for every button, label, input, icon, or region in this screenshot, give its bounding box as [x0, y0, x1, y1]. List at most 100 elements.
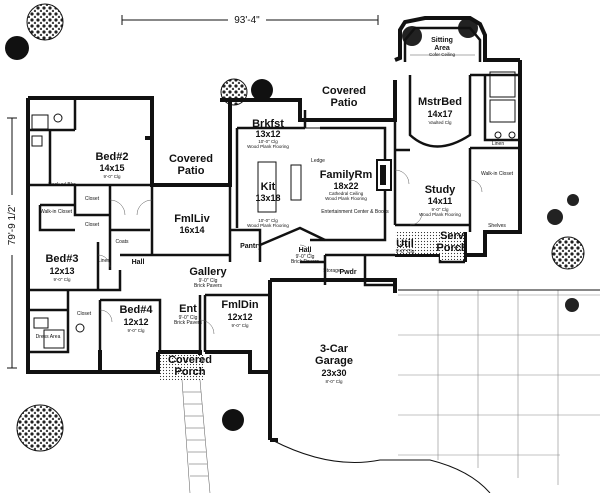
- room-family: FamilyRm 18x22 Cathedral Ceiling Wood Pl…: [320, 169, 373, 201]
- svg-text:Garage: Garage: [315, 355, 353, 367]
- room-bed-2: Bed#2 14x15 9'-0" Clg: [95, 151, 128, 179]
- label-shelves: Shelves: [488, 223, 506, 229]
- label-walkin-closet: Walk-in Closet: [40, 209, 73, 215]
- svg-text:Covered: Covered: [168, 354, 212, 366]
- svg-text:14x17: 14x17: [427, 109, 452, 119]
- svg-text:13x18: 13x18: [255, 193, 280, 203]
- svg-text:Brkfst: Brkfst: [252, 118, 284, 130]
- exterior-walls: [26, 16, 522, 442]
- svg-text:Patio: Patio: [331, 97, 358, 109]
- svg-text:13x12: 13x12: [255, 129, 280, 139]
- shower-icon: [489, 71, 516, 98]
- svg-text:Kit: Kit: [261, 181, 276, 193]
- svg-text:Wood Plank Flooring: Wood Plank Flooring: [325, 196, 367, 201]
- room-bed-4: Bed#4 12x12 9'-0" Clg: [119, 304, 153, 333]
- tree-icon: [567, 194, 579, 206]
- svg-text:Bed#4: Bed#4: [119, 304, 153, 316]
- svg-text:Cathedral Ceiling: Cathedral Ceiling: [329, 191, 364, 196]
- label-storage: Storage: [323, 268, 341, 274]
- label-closet: Closet: [77, 311, 92, 317]
- room-hall-left: Hall: [132, 259, 145, 266]
- overall-width: 93'-4": [234, 15, 260, 26]
- svg-text:Gallery: Gallery: [189, 266, 227, 278]
- room-kitchen: Kit 13x18 10'-0" Clg Wood Plank Flooring: [247, 181, 289, 228]
- svg-text:Porch: Porch: [436, 242, 467, 254]
- svg-text:Brick Pavers: Brick Pavers: [194, 283, 223, 289]
- svg-text:Brick Pavers: Brick Pavers: [291, 259, 320, 265]
- depth-dimension: 79'-9 1/2': [5, 117, 19, 369]
- label-coats: Coats: [115, 239, 129, 245]
- svg-text:Wood Plank Flooring: Wood Plank Flooring: [419, 212, 461, 217]
- svg-text:FmlDin: FmlDin: [221, 299, 259, 311]
- room-covered-patio-top: Covered Patio: [322, 85, 366, 109]
- svg-text:Study: Study: [425, 184, 456, 196]
- room-hall-right: Hall 9'-0" Clg Brick Pavers: [291, 247, 320, 265]
- svg-text:12x12: 12x12: [123, 317, 148, 327]
- svg-text:12x12: 12x12: [227, 312, 252, 322]
- tree-icon: [251, 79, 273, 101]
- svg-text:23x30: 23x30: [321, 368, 346, 378]
- tree-icon: [26, 3, 64, 41]
- svg-text:FamilyRm: FamilyRm: [320, 169, 373, 181]
- fireplace-icon: [376, 159, 392, 191]
- room-pantry: Pantry: [240, 243, 262, 250]
- tub-icon: [31, 114, 49, 130]
- label-linen: Linen: [98, 258, 110, 264]
- svg-text:9'-0" Clg: 9'-0" Clg: [104, 174, 121, 179]
- svg-text:Sitting: Sitting: [431, 37, 453, 44]
- room-bed-3: Bed#3 12x13 9'-0" Clg: [45, 253, 78, 282]
- secondary-labels: Walk-in Closet Closet Closet Linen Coats…: [36, 141, 514, 340]
- room-breakfast: Brkfst 13x12 10'-0" Clg Wood Plank Floor…: [247, 118, 289, 149]
- svg-text:Patio: Patio: [178, 165, 205, 177]
- overall-depth: 79'-9 1/2': [7, 205, 18, 246]
- svg-text:9'-0" Clg: 9'-0" Clg: [128, 328, 145, 333]
- label-dress-area: Dress Area: [36, 334, 61, 340]
- label-linen: Linen: [492, 141, 504, 147]
- room-utility: Util 9'-0" Clg: [396, 238, 415, 255]
- svg-text:Wood Plank Flooring: Wood Plank Flooring: [247, 223, 289, 228]
- svg-text:14x11: 14x11: [428, 196, 453, 206]
- svg-text:Wood Plank Flooring: Wood Plank Flooring: [247, 144, 289, 149]
- sink-icon: [31, 135, 43, 147]
- svg-text:Brick Pavers: Brick Pavers: [174, 320, 203, 326]
- svg-text:3-Car: 3-Car: [320, 343, 349, 355]
- room-study: Study 14x11 9'-0" Clg Wood Plank Floorin…: [419, 184, 461, 217]
- svg-text:MstrBed: MstrBed: [418, 96, 462, 108]
- width-dimension: 93'-4": [121, 14, 379, 26]
- sink-icon: [508, 131, 516, 139]
- label-ledge: Ledge: [311, 158, 325, 164]
- svg-text:Vaulted Clg: Vaulted Clg: [429, 120, 452, 125]
- svg-text:9'-0" Clg: 9'-0" Clg: [396, 249, 415, 255]
- svg-text:Bed#3: Bed#3: [45, 253, 78, 265]
- sitting-bay: [403, 26, 482, 62]
- label-powder: Pwdr: [339, 269, 356, 276]
- interior-walls: [28, 73, 520, 354]
- room-master-bed: MstrBed 14x17 Vaulted Clg: [418, 96, 462, 125]
- tub-icon: [489, 99, 516, 123]
- door-swings: [97, 169, 483, 335]
- svg-text:9'-0" Clg: 9'-0" Clg: [54, 277, 71, 282]
- room-gallery: Gallery 9'-0" Clg Brick Pavers: [189, 266, 227, 289]
- svg-text:8'-0" Clg: 8'-0" Clg: [326, 379, 343, 384]
- label-closet: Closet: [85, 222, 100, 228]
- landscape-trees: [5, 3, 585, 452]
- svg-text:10'-0" Clg: 10'-0" Clg: [258, 139, 278, 144]
- tree-icon: [222, 409, 244, 431]
- room-labels: Sitting Area Cofer Ceiling MstrBed 14x17…: [45, 37, 467, 384]
- tub-icon: [43, 329, 65, 349]
- sink-icon: [494, 131, 502, 139]
- svg-text:Util: Util: [396, 238, 414, 250]
- svg-text:9'-0" Clg: 9'-0" Clg: [432, 207, 449, 212]
- tree-icon: [565, 298, 579, 312]
- label-walkin-closet: Walk-in Closet: [481, 171, 514, 177]
- svg-text:16x14: 16x14: [179, 225, 204, 235]
- room-formal-living: FmlLiv 16x14: [174, 213, 210, 235]
- room-garage: 3-Car Garage 23x30 8'-0" Clg: [315, 343, 353, 384]
- svg-text:Bed#2: Bed#2: [95, 151, 128, 163]
- svg-text:18x22: 18x22: [333, 181, 358, 191]
- room-covered-porch: Covered Porch: [168, 354, 212, 378]
- sink-icon: [33, 317, 49, 329]
- svg-text:9'-0" Clg: 9'-0" Clg: [179, 315, 198, 321]
- svg-text:9'-0" Clg: 9'-0" Clg: [232, 323, 249, 328]
- tree-icon: [16, 404, 64, 452]
